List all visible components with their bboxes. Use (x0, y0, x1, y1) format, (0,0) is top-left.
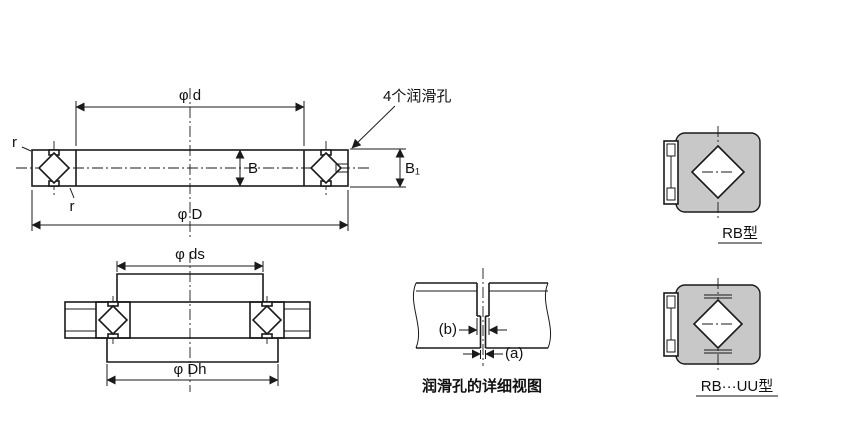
shaft-shoulder (116, 273, 264, 302)
dim-B1 (350, 148, 406, 188)
bearing-section-view: φ d φ D B B₁ r r 4个润滑孔 (12, 87, 451, 240)
radius-label-top: r (12, 134, 17, 151)
lube-hole-section (335, 163, 348, 173)
dim-phi-Dh (106, 364, 279, 386)
dim-label-a: (a) (505, 345, 523, 362)
roller-diamond-left (37, 151, 71, 185)
dim-phi-D (31, 190, 349, 231)
lube-callout-leader (351, 105, 396, 149)
dim-label-phi-Dh: φ Dh (173, 361, 206, 378)
dim-phi-d (75, 101, 305, 146)
rb-type-figure: RB型 (663, 126, 762, 244)
dim-label-phi-D: φ D (178, 206, 203, 223)
dim-label-phi-d: φ d (179, 87, 201, 104)
mounting-section-view: φ ds φ Dh (64, 246, 311, 392)
roller-diamond-right (251, 304, 283, 336)
rb-type-label: RB型 (722, 225, 758, 242)
roller-diamond-right (309, 151, 343, 185)
seal-lines (704, 294, 732, 354)
lube-hole-detail-view: (b) (a) 润滑孔的详细视图 (412, 268, 552, 395)
dim-phi-ds (116, 261, 264, 272)
bearing-ring-outline (31, 149, 349, 187)
radius-leader-bottom (69, 187, 75, 199)
bearing-band (64, 301, 311, 339)
dim-label-B: B (248, 160, 258, 177)
break-line-left (412, 282, 420, 349)
dim-b (459, 318, 507, 335)
dim-label-B1: B₁ (405, 160, 420, 177)
rb-uu-type-label: RB···UU型 (701, 378, 774, 395)
radius-label-bottom: r (70, 198, 75, 215)
lube-holes-callout: 4个润滑孔 (383, 88, 451, 105)
rb-uu-type-figure: RB···UU型 (663, 278, 778, 397)
dim-label-b: (b) (439, 321, 457, 338)
detail-caption: 润滑孔的详细视图 (422, 377, 542, 395)
housing-shoulder (106, 338, 279, 363)
dim-a (463, 349, 503, 359)
dim-label-phi-ds: φ ds (175, 246, 205, 263)
radius-leader-top (21, 146, 32, 152)
roller-diamond-left (97, 304, 129, 336)
break-line-right (544, 282, 552, 349)
stepped-hole (476, 283, 490, 348)
